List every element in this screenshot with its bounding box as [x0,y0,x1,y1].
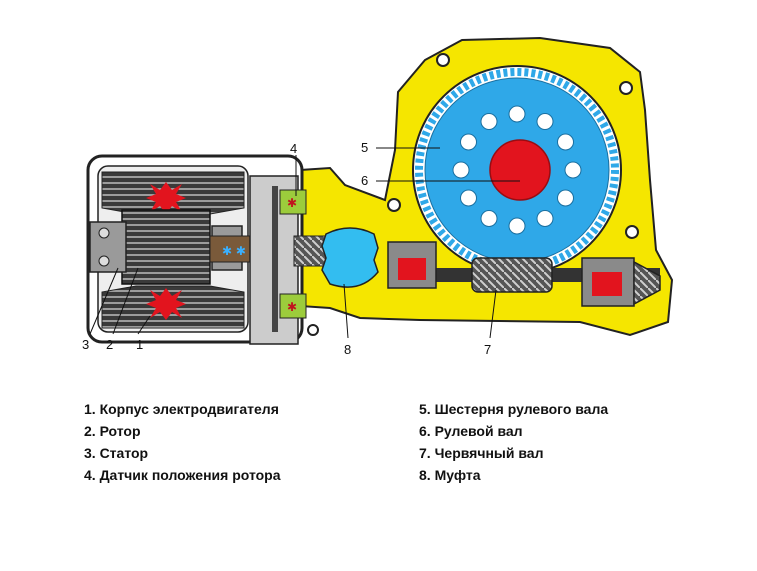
legend-column-right: 5. Шестерня рулевого вала 6. Рулевой вал… [419,398,608,486]
callout-6: 6 [361,173,368,188]
callout-8: 8 [344,342,351,357]
callout-5: 5 [361,140,368,155]
gear-hole [452,161,470,179]
steering-shaft [489,139,551,201]
coupling [321,227,379,288]
legend-item-worm-shaft: 7. Червячный вал [419,445,544,461]
legend-item-rotor-sensor: 4. Датчик положения ротора [84,467,281,483]
stator-magnet-field [146,288,186,320]
gear-hole [564,161,582,179]
gear-hole [508,217,526,235]
rotor-position-sensor: ✱ ✱ [249,175,307,345]
legend-item-steering-gear: 5. Шестерня рулевого вала [419,401,609,417]
gear-hole [480,210,498,227]
gear-hole [480,113,498,130]
gear-hole [460,133,477,151]
callout-7: 7 [484,342,491,357]
legend: 1. Корпус электродвигателя 2. Ротор 3. С… [0,398,757,498]
stator-magnet-field [146,182,186,214]
svg-text:✱: ✱ [287,300,297,314]
callout-4: 4 [290,141,297,156]
callout-2: 2 [106,337,113,352]
legend-item-stator: 3. Статор [84,445,149,461]
legend-item-steering-shaft: 6. Рулевой вал [419,423,523,439]
stator [101,171,245,329]
gear-hole [508,105,526,123]
bolt-hole [307,324,319,336]
gear-hole [557,189,574,207]
steering-motor-diagram: ✱ ✱ ✱ ✱ ✱ 1 2 3 4 5 6 7 8 [82,36,674,357]
worm-shaft [387,241,661,307]
bolt-hole [619,81,633,95]
bolt-hole [436,53,450,67]
legend-item-motor-housing: 1. Корпус электродвигателя [84,401,279,417]
legend-column-left: 1. Корпус электродвигателя 2. Ротор 3. С… [84,398,281,486]
svg-text:✱: ✱ [287,196,297,210]
gear-holes [452,105,582,235]
callout-lines [89,147,520,339]
gear-hole [536,113,554,130]
legend-item-coupling: 8. Муфта [419,467,481,483]
gear-hole [460,189,477,207]
legend-item-rotor: 2. Ротор [84,423,141,439]
bolt-hole [387,198,401,212]
gear-hole [536,210,554,227]
gear-hole [557,133,574,151]
bolt-hole [625,225,639,239]
callout-1: 1 [136,337,143,352]
callout-3: 3 [82,337,89,352]
